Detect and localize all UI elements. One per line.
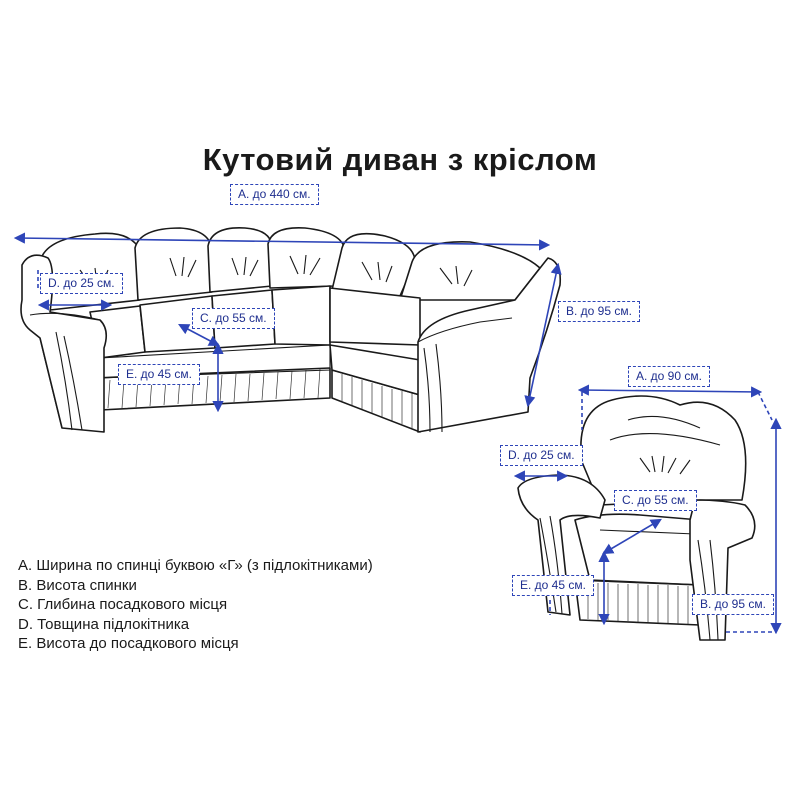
chair-label-b: B. до 95 см. xyxy=(692,594,774,615)
legend-item-a: A. Ширина по спинці буквою «Г» (з підлок… xyxy=(18,557,373,574)
legend-item-d: D. Товщина підлокітника xyxy=(18,615,190,633)
chair-dimensions xyxy=(513,384,782,635)
chair-label-d: D. до 25 см. xyxy=(500,445,583,466)
sofa-label-d: D. до 25 см. xyxy=(40,273,123,294)
sofa-label-e: E. до 45 см. xyxy=(118,364,200,385)
legend-item-e: E. Висота до посадкового місця xyxy=(18,635,239,652)
sofa-dimensions xyxy=(13,232,562,413)
sofa-dim-c-line xyxy=(178,323,220,347)
chair-label-c: C. до 55 см. xyxy=(614,490,697,511)
chair-dim-a-line xyxy=(577,384,763,398)
dimension-legend: A. Ширина по спинці буквою «Г» (з підлок… xyxy=(18,556,373,654)
sofa-dim-b-line xyxy=(524,262,562,408)
chair-dim-c-line xyxy=(602,518,662,555)
sofa-label-b: B. до 95 см. xyxy=(558,301,640,322)
sofa-label-c: C. до 55 см. xyxy=(192,308,275,329)
sofa-dim-a-line xyxy=(13,232,551,251)
sofa-label-a: A. до 440 см. xyxy=(230,184,319,205)
chair-label-a: A. до 90 см. xyxy=(628,366,710,387)
legend-item-c: C. Глибина посадкового місця xyxy=(18,596,228,613)
corner-sofa xyxy=(20,227,562,433)
chair-label-e: E. до 45 см. xyxy=(512,575,594,596)
legend-item-b: B. Висота спинки xyxy=(18,576,137,594)
page-title: Кутовий диван з кріслом xyxy=(202,142,598,177)
